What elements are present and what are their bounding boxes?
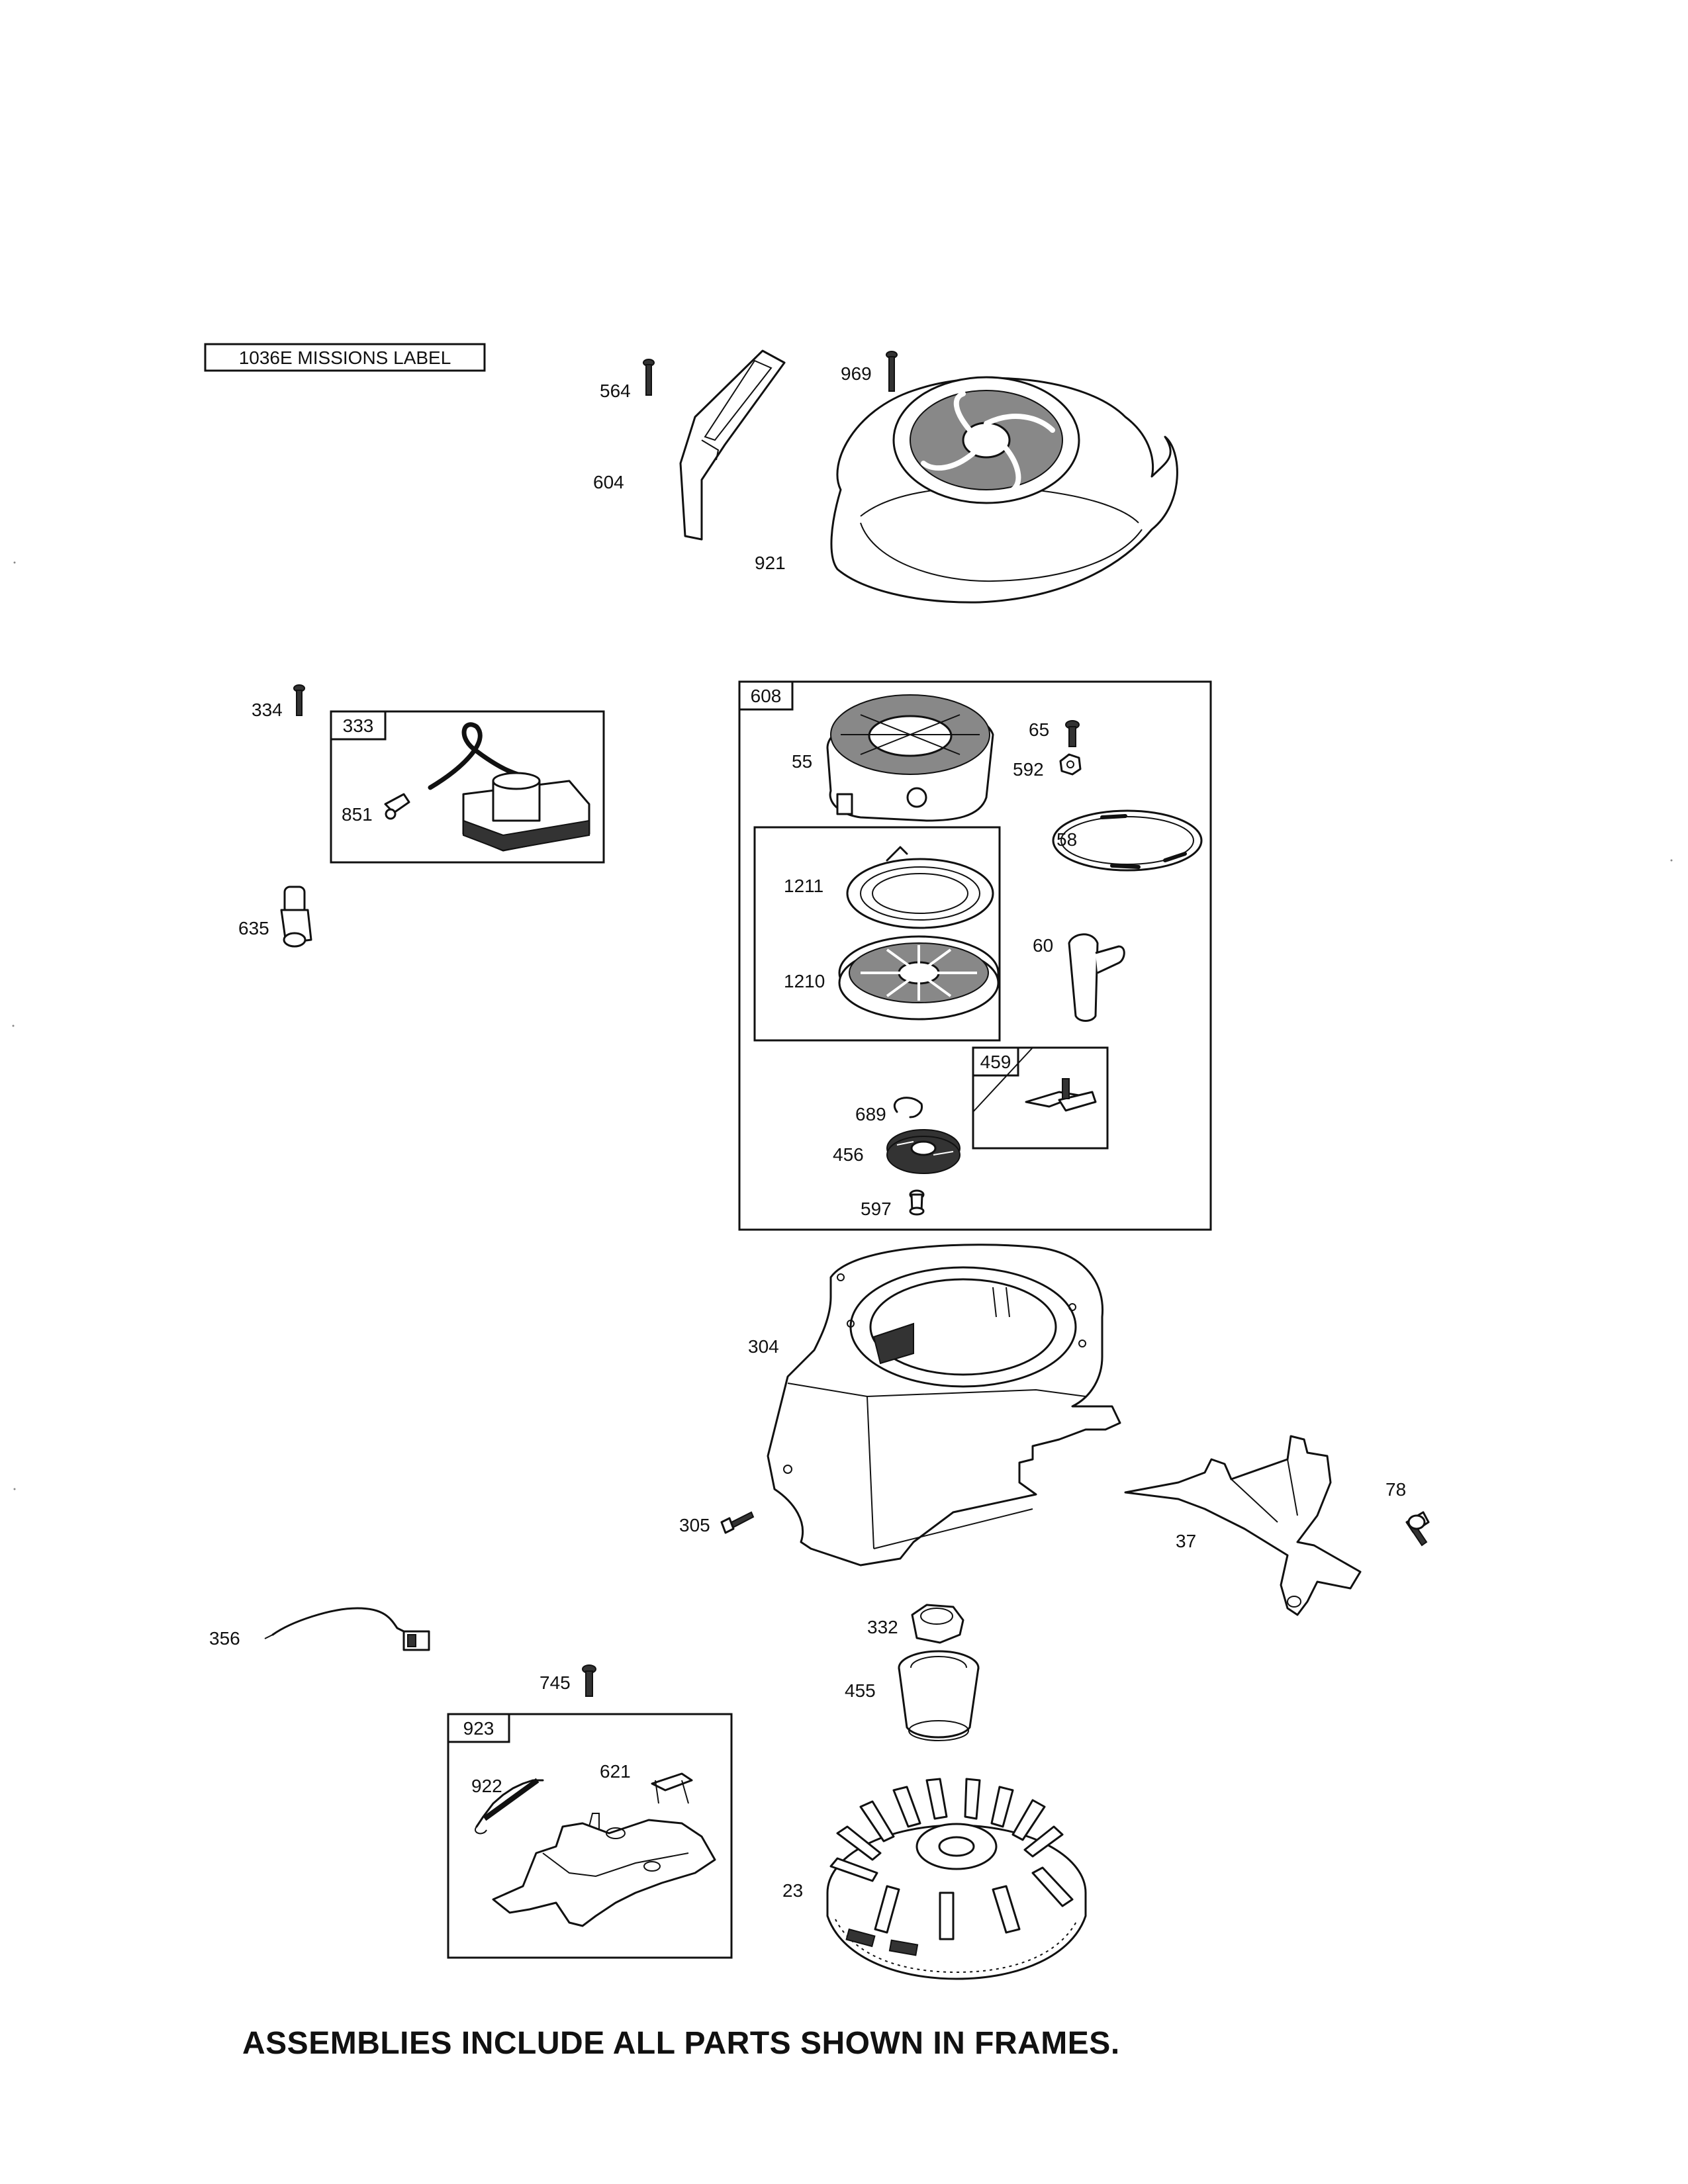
part-label-334: 334 — [252, 700, 283, 720]
part-label-922: 922 — [471, 1776, 502, 1796]
part-label-921: 921 — [755, 553, 786, 573]
part-label-304: 304 — [748, 1336, 779, 1357]
part-label-851: 851 — [342, 804, 373, 825]
starter-cup-455-icon — [898, 1650, 980, 1741]
frame-333: 333 — [330, 710, 605, 864]
starter-handle-60-icon — [1068, 933, 1125, 1022]
flywheel-23-icon — [826, 1778, 1087, 1980]
nut-592-icon — [1059, 753, 1082, 776]
air-baffle-37-icon — [1124, 1435, 1362, 1616]
frame-label-923: 923 — [463, 1718, 494, 1739]
screw-305-icon — [720, 1511, 755, 1534]
shroud-304-icon — [767, 1244, 1121, 1567]
governor-control-bracket-923-icon — [492, 1813, 716, 1927]
scan-speckles — [12, 561, 1673, 1490]
frame-label-333: 333 — [343, 715, 374, 736]
screw-564-icon — [643, 359, 655, 396]
part-label-1210: 1210 — [784, 971, 825, 991]
guard-604-icon — [679, 349, 786, 541]
clip-689-icon — [893, 1097, 923, 1118]
part-label-455: 455 — [845, 1680, 876, 1701]
spark-plug-boot-635-icon — [280, 886, 312, 948]
emission-label-text: 1036E MISSIONS LABEL — [239, 347, 451, 368]
ratchet-456-icon — [886, 1129, 961, 1174]
part-label-332: 332 — [867, 1617, 898, 1637]
terminal-851-icon — [384, 793, 410, 820]
nut-332-icon — [911, 1604, 964, 1644]
part-label-621: 621 — [600, 1761, 631, 1782]
emission-label-box: 1036E MISSIONS LABEL — [204, 343, 486, 372]
part-label-23: 23 — [782, 1880, 803, 1901]
screw-745-icon — [582, 1664, 596, 1697]
part-label-60: 60 — [1033, 935, 1053, 956]
part-label-456: 456 — [833, 1144, 864, 1165]
inner-frame-spring-pulley — [753, 826, 1001, 1042]
pulley-1210-icon — [838, 935, 1000, 1021]
part-label-37: 37 — [1176, 1531, 1196, 1551]
part-label-604: 604 — [593, 472, 624, 492]
part-label-969: 969 — [841, 363, 872, 384]
screw-969-icon — [886, 351, 898, 392]
frame-label-459: 459 — [980, 1052, 1011, 1072]
starter-housing-55-icon — [826, 694, 994, 822]
part-label-356: 356 — [209, 1628, 240, 1649]
frame-459: 459 — [972, 1046, 1109, 1150]
screw-65-icon — [1065, 720, 1080, 747]
part-label-305: 305 — [679, 1515, 710, 1535]
ground-wire-356-icon — [264, 1607, 430, 1651]
assemblies-footnote: ASSEMBLIES INCLUDE ALL PARTS SHOWN IN FR… — [242, 2026, 1120, 2061]
frame-label-608: 608 — [751, 686, 782, 706]
frame-608: 608 — [738, 680, 1212, 1231]
part-label-58: 58 — [1056, 829, 1077, 850]
link-621-icon — [651, 1772, 693, 1804]
frame-923: 923 — [447, 1713, 733, 1959]
part-label-1211: 1211 — [784, 876, 823, 896]
ratchet-459-icon — [1025, 1078, 1097, 1112]
part-label-65: 65 — [1029, 719, 1049, 740]
part-label-635: 635 — [238, 918, 269, 938]
part-label-592: 592 — [1013, 759, 1044, 780]
part-label-745: 745 — [539, 1672, 571, 1693]
part-label-689: 689 — [855, 1104, 886, 1124]
blower-housing-921-icon — [830, 376, 1178, 604]
part-label-564: 564 — [600, 381, 631, 401]
ignition-armature-333-icon — [428, 722, 590, 852]
screw-334-icon — [293, 684, 305, 716]
spring-922-icon — [475, 1778, 544, 1835]
screw-78-icon — [1405, 1511, 1430, 1547]
recoil-spring-1211-icon — [846, 846, 994, 929]
part-label-55: 55 — [792, 751, 812, 772]
starter-rope-58-icon — [1052, 809, 1203, 872]
part-label-597: 597 — [861, 1199, 892, 1219]
part-label-78: 78 — [1385, 1479, 1406, 1500]
screw-597-icon — [909, 1189, 925, 1216]
